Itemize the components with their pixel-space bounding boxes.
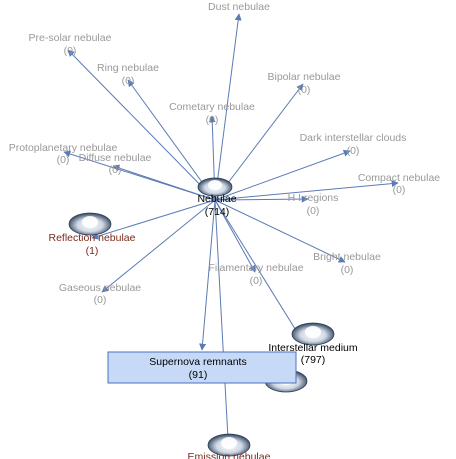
nebula-icon [291, 322, 335, 346]
node-gaseous-nebulae[interactable]: Gaseous nebulae (0) [59, 282, 141, 306]
edges [63, 13, 399, 458]
node-compact-nebulae[interactable]: Compact nebulae (0) [358, 172, 440, 196]
selected-node-box[interactable] [107, 351, 297, 384]
node-count: (714) [205, 206, 230, 218]
node-count: (0) [94, 294, 107, 306]
node-label: Emission nebulae [188, 451, 271, 459]
nebula-icon [68, 212, 112, 236]
node-count: (1) [86, 245, 99, 257]
node-cometary-nebulae[interactable]: Cometary nebulae (0) [169, 101, 255, 126]
node-count: (0) [206, 114, 219, 126]
node-label: H I regions [288, 192, 339, 204]
node-label: Protoplanetary nebulae [9, 142, 118, 154]
nebula-icon [197, 177, 233, 197]
node-count: (0) [393, 184, 406, 196]
node-count: (0) [298, 84, 311, 96]
node-interstellar-medium[interactable]: Interstellar medium (797) [268, 342, 358, 366]
edge-emission [214, 199, 233, 458]
node-h-i-regions[interactable]: H I regions (0) [288, 192, 339, 217]
node-dark-interstellar-clouds[interactable]: Dark interstellar clouds (0) [300, 132, 407, 157]
node-count: (0) [307, 205, 320, 217]
node-emission-nebulae[interactable]: Emission nebulae [188, 451, 271, 459]
node-label: Supernova remnants [149, 356, 246, 368]
node-nebulae[interactable]: Nebulae (714) [197, 193, 236, 218]
node-label: Gaseous nebulae [59, 282, 141, 294]
node-bipolar-nebulae[interactable]: Bipolar nebulae (0) [268, 71, 341, 96]
node-label: Ring nebulae [97, 62, 159, 74]
edge-dark [214, 149, 351, 201]
edge-interstellar [214, 199, 303, 341]
node-filamentary-nebulae[interactable]: Filamentary nebulae (0) [208, 262, 303, 287]
edge-compact [214, 180, 399, 201]
node-label: Reflection nebulae [49, 232, 136, 244]
edge-diffuse [112, 164, 216, 201]
edge-gaseous [101, 199, 216, 293]
node-count: (0) [64, 45, 77, 57]
edge-bipolar [214, 83, 304, 201]
edge-bright [214, 199, 346, 263]
node-bright-nebulae[interactable]: Bright nebulae (0) [313, 251, 381, 276]
node-count: (0) [57, 154, 70, 166]
node-label: Dark interstellar clouds [300, 132, 407, 144]
edge-filamentary [214, 199, 256, 273]
nebula-icon [207, 433, 251, 457]
edge-h-i [214, 195, 309, 203]
node-ring-nebulae[interactable]: Ring nebulae (0) [97, 62, 159, 87]
node-label: Cometary nebulae [169, 101, 255, 113]
edge-dust [214, 13, 242, 201]
node-count: (0) [109, 164, 122, 176]
edge-pre-solar [67, 49, 216, 201]
node-count: (0) [250, 275, 263, 287]
edge-supernova [199, 199, 216, 351]
node-label: Filamentary nebulae [208, 262, 303, 274]
node-label: Interstellar medium [268, 342, 358, 354]
node-count: (0) [341, 264, 354, 276]
node-label: Nebulae [197, 193, 236, 205]
edge-ring [127, 79, 216, 201]
node-pre-solar-nebulae[interactable]: Pre-solar nebulae (0) [29, 32, 112, 57]
node-protoplanetary-nebulae[interactable]: Protoplanetary nebulae (0) [9, 142, 118, 166]
node-count: (797) [301, 354, 326, 366]
node-count: (0) [347, 145, 360, 157]
node-label: Diffuse nebulae [79, 152, 152, 164]
node-label: Compact nebulae [358, 172, 440, 184]
node-count: (0) [122, 75, 135, 87]
edge-reflection [91, 199, 216, 240]
node-reflection-nebulae[interactable]: Reflection nebulae (1) [49, 232, 136, 257]
node-dust-nebulae[interactable]: Dust nebulae [208, 1, 270, 13]
node-label: Bipolar nebulae [268, 71, 341, 83]
node-supernova-remnants[interactable]: Supernova remnants (91) [149, 356, 246, 381]
node-label: Pre-solar nebulae [29, 32, 112, 44]
node-label: Bright nebulae [313, 251, 381, 263]
node-label: Dust nebulae [208, 1, 270, 13]
node-count: (91) [189, 369, 208, 381]
node-diffuse-nebulae[interactable]: Diffuse nebulae (0) [79, 152, 152, 176]
